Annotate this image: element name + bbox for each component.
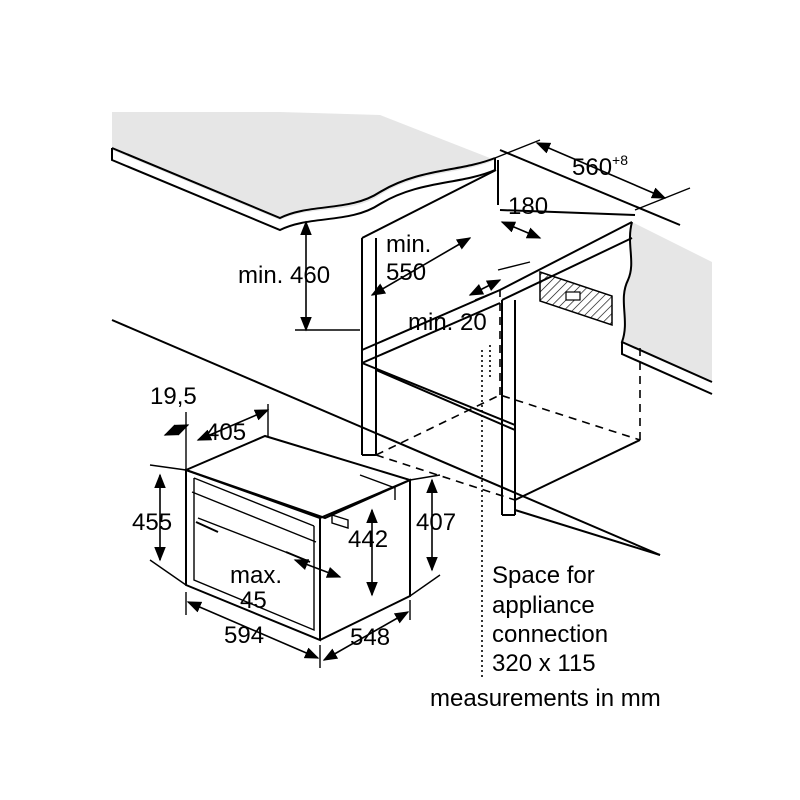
worktop-right <box>620 221 713 395</box>
label-height-overall: 455 <box>132 509 172 536</box>
note-space-line-1: Space for <box>492 562 595 589</box>
label-gap-min: min. 20 <box>408 309 487 336</box>
socket-area <box>539 270 613 327</box>
label-depth-socket: 180 <box>508 193 548 220</box>
appliance-outline-dashed <box>375 290 641 680</box>
note-space-line-2: appliance <box>492 592 595 619</box>
label-height-inner: 442 <box>348 526 388 553</box>
worktop-left <box>111 112 496 232</box>
label-handle-max-2: 45 <box>240 587 267 614</box>
label-width-overall: 594 <box>224 622 264 649</box>
label-depth-min-2: 550 <box>386 259 426 286</box>
label-depth-min-1: min. <box>386 231 431 258</box>
label-inner-width: 405 <box>206 419 246 446</box>
label-height-body: 407 <box>416 509 456 536</box>
cabinet-niche <box>111 149 681 556</box>
label-width-niche: 560+8 <box>572 152 628 181</box>
dimension-lines <box>149 139 691 668</box>
note-units: measurements in mm <box>430 685 661 712</box>
label-handle-max-1: max. <box>230 562 282 589</box>
note-space-line-3: connection <box>492 621 608 648</box>
label-depth-overall: 548 <box>350 624 390 651</box>
label-front-offset: 19,5 <box>150 383 197 410</box>
note-space-line-4: 320 x 115 <box>492 650 596 677</box>
label-height-min: min. 460 <box>238 262 330 289</box>
